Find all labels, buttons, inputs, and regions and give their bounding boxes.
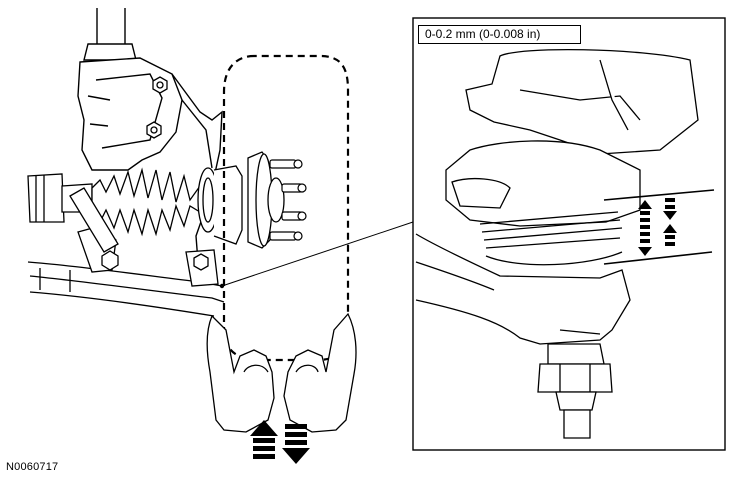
hand-icon <box>206 314 275 433</box>
wheel-hub <box>197 151 285 249</box>
knuckle-bolts <box>146 76 168 139</box>
up-down-arrow-icon <box>250 420 310 464</box>
clearance-spec-label: 0-0.2 mm (0-0.008 in) <box>418 25 581 44</box>
ball-joint-detail <box>415 48 699 439</box>
up-down-arrow-icon <box>638 198 677 256</box>
lower-control-arm <box>27 225 225 317</box>
clearance-lines <box>603 189 715 265</box>
tire-outline <box>222 54 350 362</box>
hands <box>206 312 357 433</box>
hand-icon <box>283 312 357 433</box>
detail-leader-line <box>221 221 414 287</box>
stabilizer-link <box>69 187 209 271</box>
wheel-studs <box>269 159 307 241</box>
drive-shaft <box>27 167 201 237</box>
figure-reference-code: N0060717 <box>6 461 59 473</box>
